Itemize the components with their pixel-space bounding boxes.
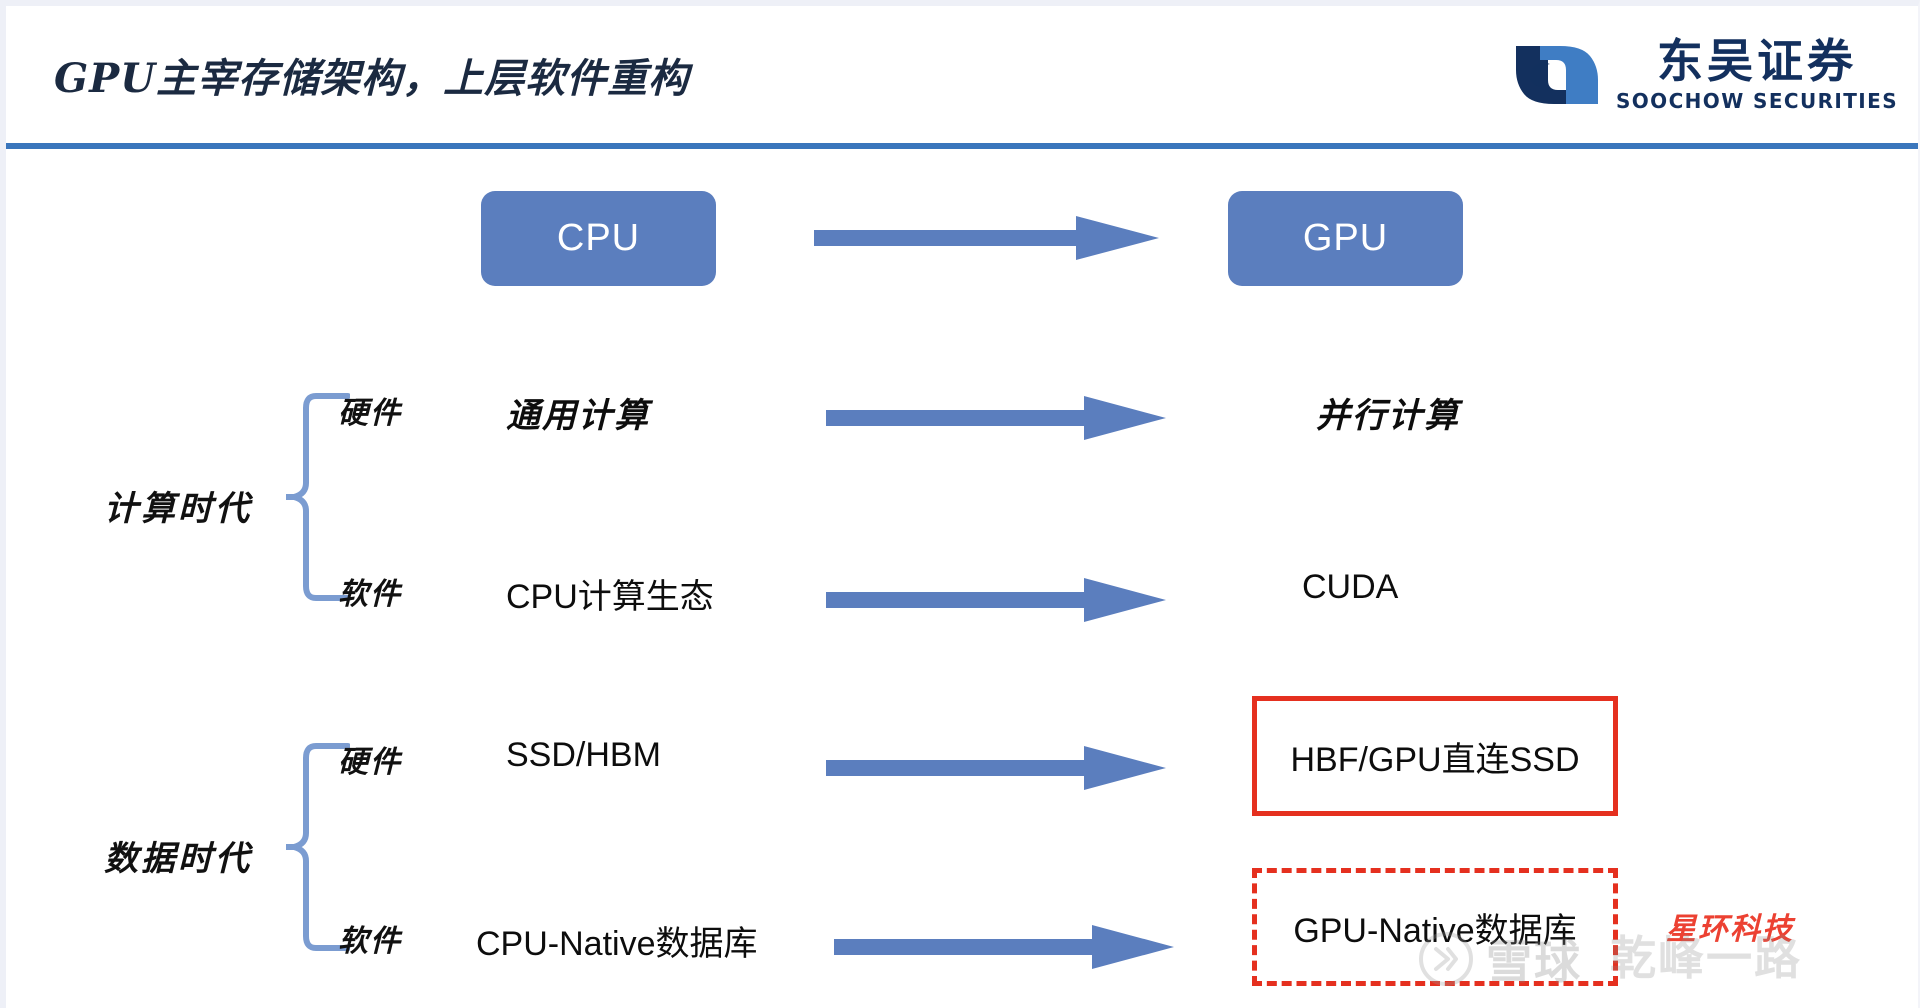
arrow-cpu-native-to-gpu-native-icon [834, 925, 1174, 969]
brand-logo-text: 东吴证券 SOOCHOW SECURITIES [1616, 38, 1898, 111]
brand-logo: 东吴证券 SOOCHOW SECURITIES [1514, 38, 1898, 111]
dest-label-compute-software: CUDA [1302, 568, 1399, 606]
highlight-box-hbf-gpu-direct-ssd: HBF/GPU直连SSD [1252, 696, 1618, 816]
highlight-box-gpu-native-database: GPU-Native数据库 [1252, 868, 1618, 986]
source-label-compute-software: CPU计算生态 [506, 578, 714, 616]
source-label-compute-hardware: 通用计算 [506, 396, 650, 436]
cpu-box: CPU [481, 191, 716, 286]
brand-name-en: SOOCHOW SECURITIES [1615, 89, 1898, 113]
header-divider [6, 143, 1918, 149]
era-label-compute: 计算时代 [104, 489, 252, 529]
source-label-data-hardware: SSD/HBM [506, 736, 661, 774]
brand-name-cn: 东吴证券 [1656, 34, 1857, 88]
source-label-data-software: CPU-Native数据库 [476, 925, 758, 963]
brace-compute-icon [286, 391, 350, 603]
vendor-annotation-transwarp: 星环科技 [1666, 912, 1794, 947]
layer-label-data-software: 软件 [338, 924, 402, 959]
gpu-box: GPU [1228, 191, 1463, 286]
page-title: GPU主宰存储架构，上层软件重构 [54, 55, 690, 102]
arrow-cpu-ecosystem-to-cuda-icon [826, 578, 1166, 622]
arrow-general-to-parallel-icon [826, 396, 1166, 440]
arrow-cpu-to-gpu-icon [814, 216, 1159, 260]
dest-label-compute-hardware: 并行计算 [1316, 396, 1460, 436]
layer-label-compute-hardware: 硬件 [338, 396, 402, 431]
era-label-data: 数据时代 [104, 839, 252, 879]
soochow-securities-logo-mark-icon [1514, 40, 1600, 110]
layer-label-data-hardware: 硬件 [338, 745, 402, 780]
layer-label-compute-software: 软件 [338, 577, 402, 612]
arrow-ssd-hbm-to-hbf-icon [826, 746, 1166, 790]
slide-header: GPU主宰存储架构，上层软件重构 东吴证券 SOOCHOW SECURITIES [6, 6, 1918, 149]
brace-data-icon [286, 741, 350, 953]
